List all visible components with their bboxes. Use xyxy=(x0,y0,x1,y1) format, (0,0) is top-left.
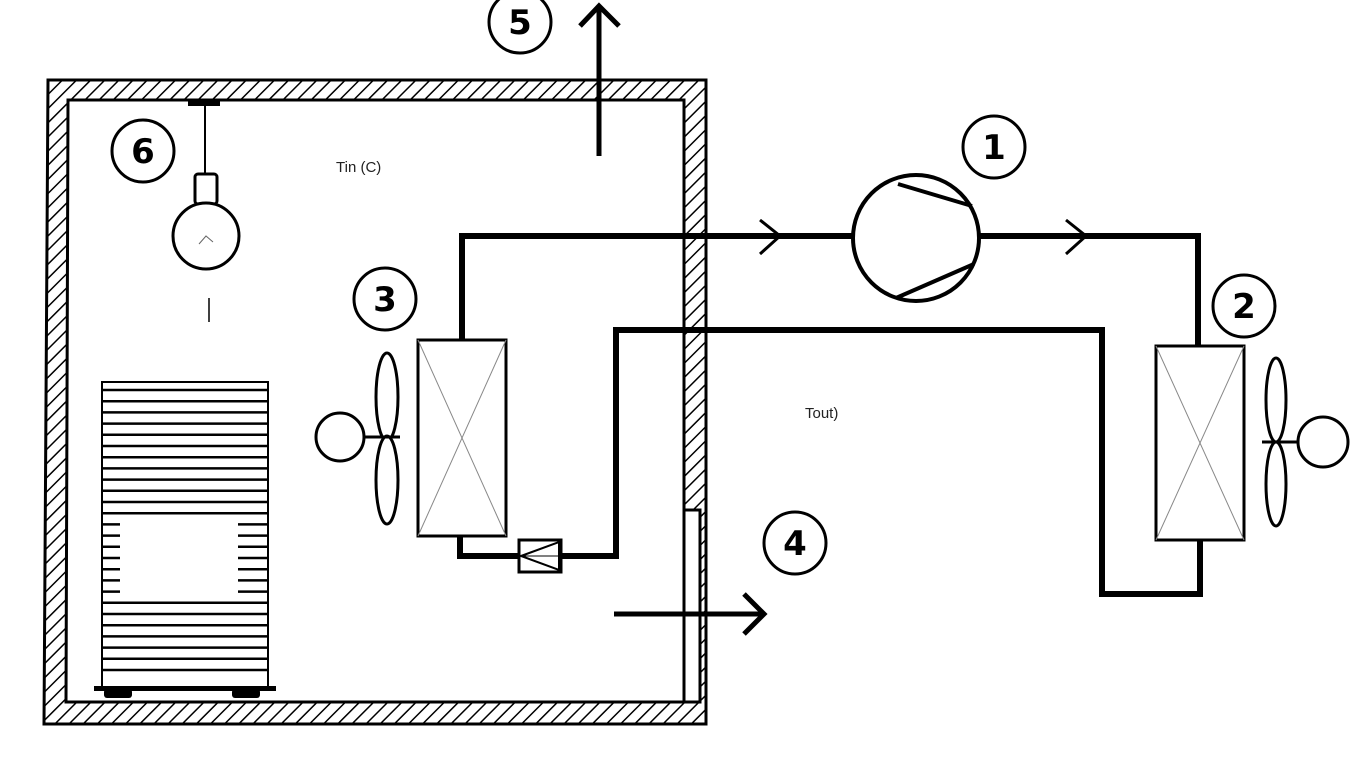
callout-1: 1 xyxy=(961,114,1027,180)
exhaust-arrow-icon xyxy=(578,2,621,156)
callout-6-number: 6 xyxy=(131,132,155,172)
lamp-icon xyxy=(171,100,241,322)
radiator-heater xyxy=(94,381,276,698)
callout-2-number: 2 xyxy=(1232,287,1256,327)
refrigerant-piping xyxy=(457,233,1203,597)
callout-5: 5 xyxy=(487,0,553,55)
callout-2: 2 xyxy=(1211,273,1277,339)
condenser-fan-icon xyxy=(1262,356,1350,528)
compressor-icon xyxy=(851,173,981,303)
callout-4: 4 xyxy=(762,510,828,576)
callout-3: 3 xyxy=(352,266,418,332)
callout-5-number: 5 xyxy=(508,3,532,43)
callout-1-number: 1 xyxy=(982,128,1006,168)
expansion-valve-icon xyxy=(517,538,563,574)
callout-3-number: 3 xyxy=(373,280,397,320)
callout-4-number: 4 xyxy=(783,524,807,564)
evaporator-coil xyxy=(416,338,508,538)
flow-arrow-icon xyxy=(758,218,783,256)
outdoor-temp-label: Tout) xyxy=(805,405,838,422)
flow-arrow-icon xyxy=(1064,218,1089,256)
indoor-temp-label: Tin (C) xyxy=(336,159,381,176)
condenser-coil xyxy=(1154,344,1246,542)
evaporator-fan-icon xyxy=(314,351,400,526)
wall-door xyxy=(682,508,702,704)
heat-loss-arrow-icon xyxy=(614,592,768,636)
callout-6: 6 xyxy=(110,118,176,184)
